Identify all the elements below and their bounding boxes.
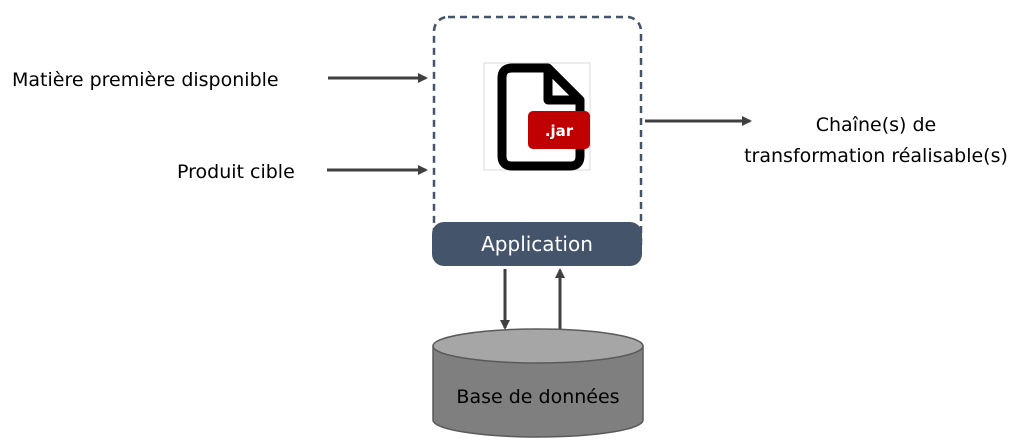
output-label-line1: Chaîne(s) de bbox=[816, 114, 936, 136]
output-label-line2: transformation réalisable(s) bbox=[744, 145, 1008, 167]
target-product-label: Produit cible bbox=[177, 161, 295, 183]
application-label: Application bbox=[481, 232, 593, 256]
database-label: Base de données bbox=[456, 386, 619, 408]
jar-file-icon: .jar bbox=[483, 62, 591, 171]
jar-badge bbox=[528, 111, 590, 149]
application-bar bbox=[432, 222, 642, 266]
raw-material-label: Matière première disponible bbox=[12, 69, 279, 91]
jar-badge-label: .jar bbox=[545, 122, 574, 140]
database-cylinder bbox=[432, 328, 644, 438]
